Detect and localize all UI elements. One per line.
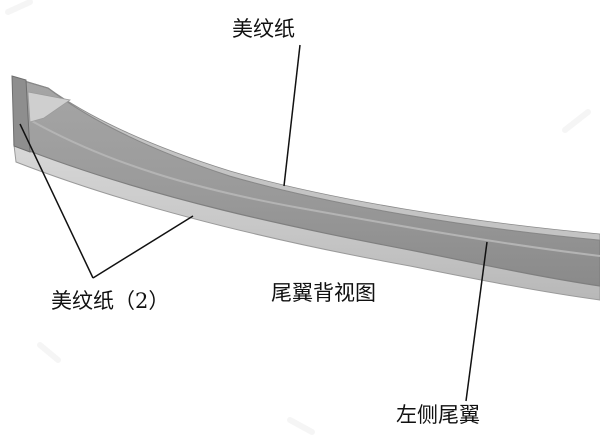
leader-line-left-b [92, 215, 194, 279]
label-masking-tape: 美纹纸 [232, 17, 295, 41]
leader-lines [19, 44, 488, 402]
label-rear-view: 尾翼背视图 [271, 281, 376, 305]
label-masking-tape-2: 美纹纸（2） [51, 289, 170, 313]
label-left-wing: 左侧尾翼 [396, 403, 480, 427]
watermark [5, 0, 591, 435]
wing-end-cap [11, 75, 31, 153]
leader-line-bottom [465, 241, 488, 402]
wing-groove [29, 119, 600, 257]
leader-line-left-a [19, 123, 94, 279]
leader-line-top [283, 44, 301, 187]
wing-top-rim [13, 77, 600, 241]
tail-wing [11, 75, 600, 301]
wing-end-cap-highlight [27, 91, 72, 123]
